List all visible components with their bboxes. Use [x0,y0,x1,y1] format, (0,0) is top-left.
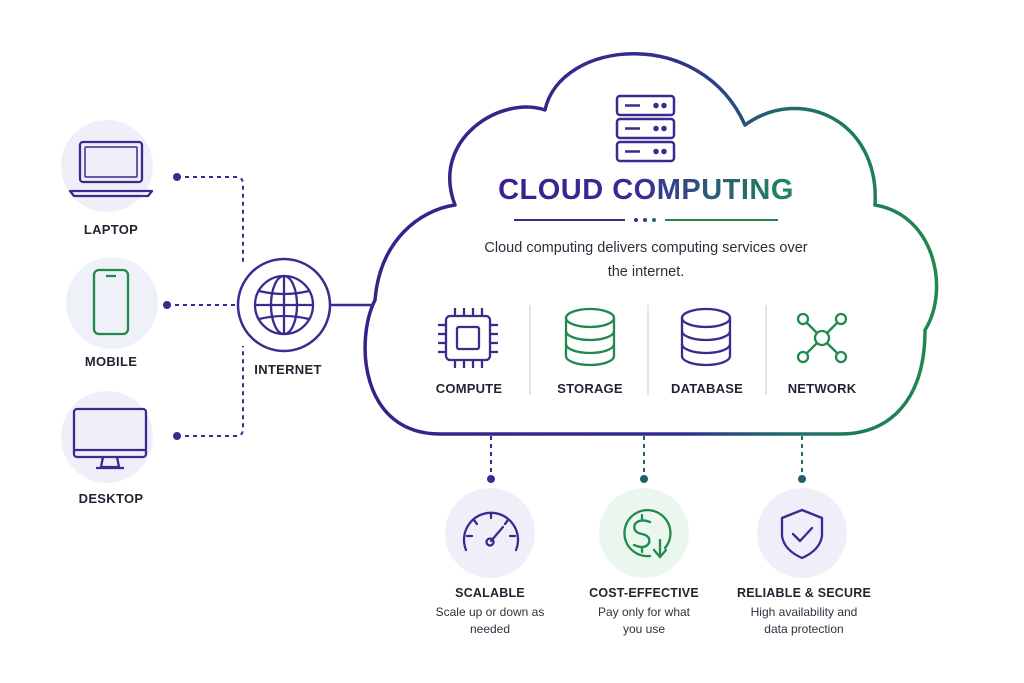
mobile-circle [66,257,158,349]
scalable-circle [445,488,535,578]
mobile-connector-dot [163,301,171,309]
secure-circle [757,488,847,578]
service-label-storage: STORAGE [557,381,623,396]
cpu-chip-icon [438,308,498,368]
shield-check-icon [780,508,824,560]
device-label-mobile: MOBILE [84,354,138,369]
storage-cylinder-icon [564,307,616,367]
benefit-title-reliable-secure: RELIABLE & SECURE [737,586,871,600]
benefit-desc-reliable-secure: High availability and data protection [750,605,858,636]
service-dividers [529,305,767,395]
network-nodes-icon [796,312,848,364]
desktop-connector-dot [173,432,181,440]
desktop-circle [61,391,153,483]
desktop-icon [72,407,148,470]
device-connectors [167,176,244,437]
laptop-circle [61,120,153,212]
cloud-outline [363,52,939,436]
globe-icon [253,274,315,336]
service-label-database: DATABASE [671,381,743,396]
device-label-desktop: DESKTOP [78,491,144,506]
cost-circle [599,488,689,578]
cost-connector-dot [640,475,648,483]
diagram-description: Cloud computing delivers computing servi… [484,240,808,280]
server-stack-icon [615,94,676,163]
device-label-laptop: LAPTOP [83,222,139,237]
mobile-icon [92,268,130,336]
internet-label: INTERNET [254,362,322,377]
database-icon [680,307,732,367]
service-label-compute: COMPUTE [435,381,503,396]
benefit-title-cost-effective: COST-EFFECTIVE [589,586,699,600]
secure-connector-dot [798,475,806,483]
benefit-connectors [490,436,803,476]
title-divider [514,218,778,222]
diagram-title: CLOUD COMPUTING [498,174,794,206]
dollar-down-icon [623,509,672,559]
service-label-network: NETWORK [787,381,857,396]
laptop-icon [68,140,154,198]
laptop-connector-dot [173,173,181,181]
benefit-desc-cost-effective: Pay only for what you use [597,605,691,636]
benefit-desc-scalable: Scale up or down as needed [435,605,545,636]
speedometer-icon [462,511,520,552]
benefit-title-scalable: SCALABLE [455,586,525,600]
scalable-connector-dot [487,475,495,483]
